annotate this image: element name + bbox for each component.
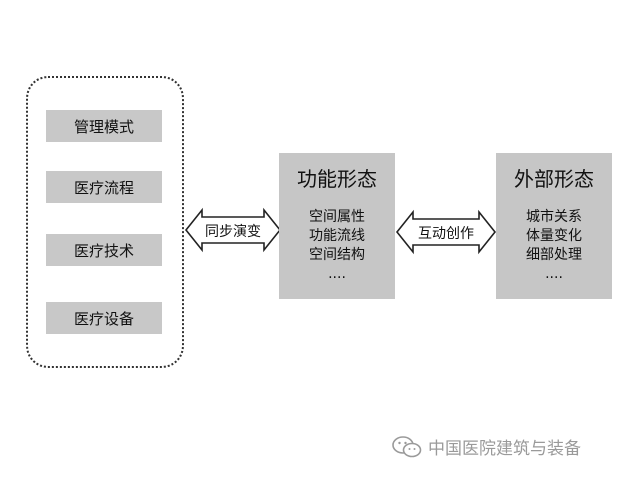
- external-form-line: ....: [545, 266, 563, 282]
- function-form-line: 功能流线: [309, 228, 365, 244]
- double-arrow-interact: [395, 209, 497, 255]
- left-box-label: 管理模式: [73, 117, 134, 136]
- external-form-line: 体量变化: [526, 228, 582, 244]
- function-form-title: 功能形态: [297, 167, 377, 191]
- left-box-label: 医疗技术: [73, 241, 134, 260]
- function-form-box: 功能形态 空间属性 功能流线 空间结构 ....: [279, 153, 395, 299]
- function-form-line: 空间结构: [309, 247, 365, 263]
- external-form-title: 外部形态: [514, 167, 594, 191]
- left-box-equipment: 医疗设备: [46, 302, 162, 334]
- wechat-icon: [392, 435, 422, 457]
- left-box-technology: 医疗技术: [46, 234, 162, 266]
- watermark: 中国医院建筑与装备: [392, 434, 581, 459]
- left-box-management: 管理模式: [46, 110, 162, 142]
- function-form-line: 空间属性: [309, 209, 365, 225]
- left-group-container: [26, 76, 184, 368]
- watermark-text: 中国医院建筑与装备: [428, 439, 581, 459]
- external-form-line: 细部处理: [526, 247, 582, 263]
- function-form-line: ....: [328, 266, 346, 282]
- external-form-box: 外部形态 城市关系 体量变化 细部处理 ....: [496, 153, 612, 299]
- left-box-process: 医疗流程: [46, 171, 162, 203]
- left-box-label: 医疗设备: [73, 309, 134, 328]
- arrow-label-interact: 互动创作: [418, 226, 474, 242]
- arrow-label-sync: 同步演变: [205, 224, 261, 240]
- left-box-label: 医疗流程: [73, 178, 134, 197]
- external-form-line: 城市关系: [526, 209, 582, 225]
